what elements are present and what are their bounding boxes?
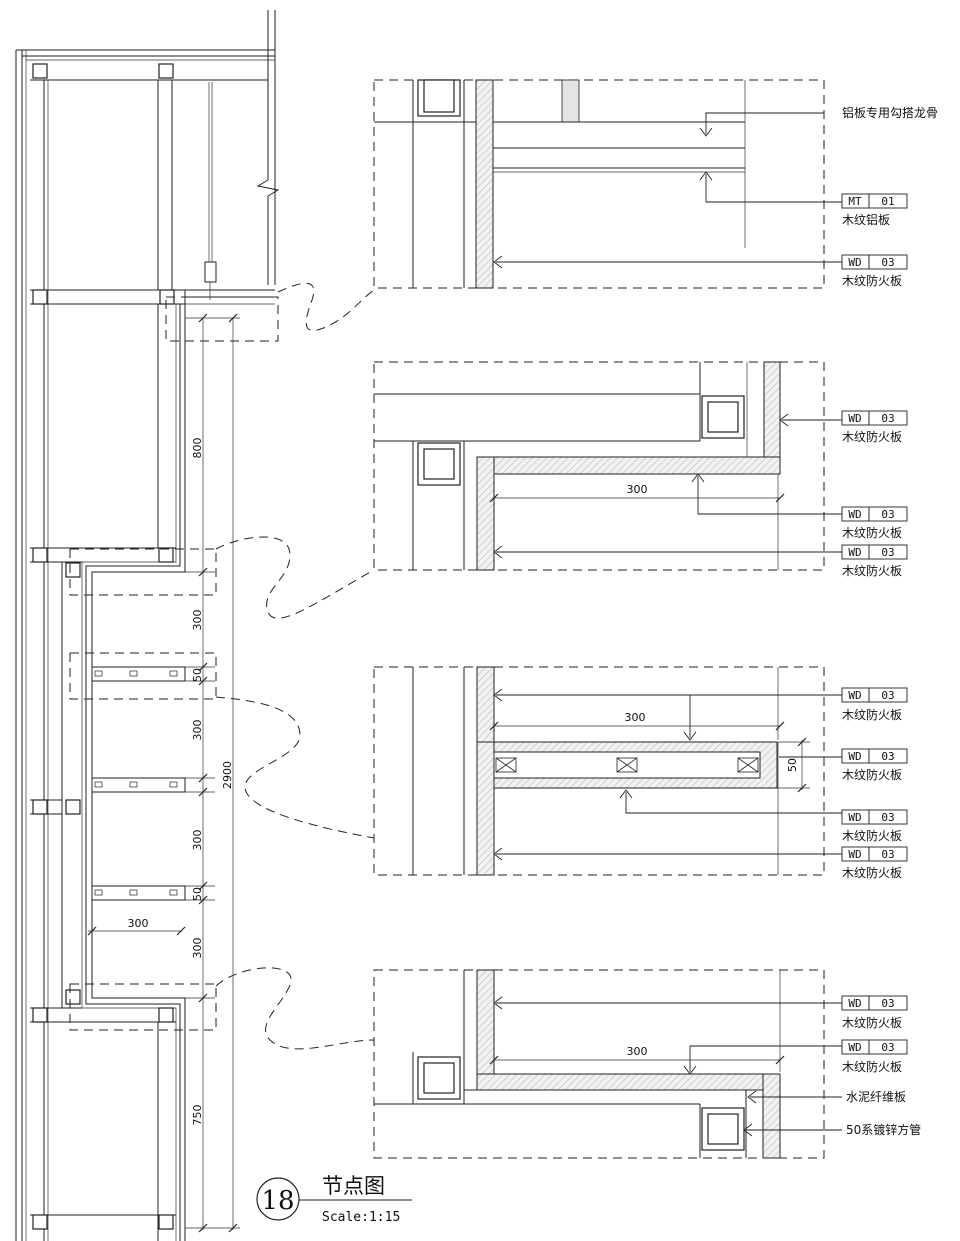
callout-aluminum-keel: 铝板专用勾搭龙骨 bbox=[842, 105, 938, 120]
tag-code: WD bbox=[848, 689, 861, 702]
dim-50-top: 50 bbox=[191, 668, 204, 682]
tag-code: MT bbox=[848, 195, 862, 208]
tag-code: WD bbox=[848, 508, 861, 521]
callout-fireproof-board: 木纹防火板 bbox=[842, 865, 902, 880]
tag-num: 03 bbox=[881, 412, 894, 425]
detail2-dim-300: 300 bbox=[627, 483, 648, 496]
callout-fireproof-board: 木纹防火板 bbox=[842, 525, 902, 540]
tag-num: 03 bbox=[881, 848, 894, 861]
dim-300-lower: 300 bbox=[191, 830, 204, 851]
tag-code: WD bbox=[848, 848, 861, 861]
tag-code: WD bbox=[848, 256, 861, 269]
tag-num: 03 bbox=[881, 811, 894, 824]
tag-num: 03 bbox=[881, 546, 894, 559]
callout-fireproof-board: 木纹防火板 bbox=[842, 273, 902, 288]
tag-code: WD bbox=[848, 1041, 861, 1054]
dim-50-lower: 50 bbox=[191, 887, 204, 901]
tag-num: 03 bbox=[881, 256, 894, 269]
detail-1: 铝板专用勾搭龙骨 MT 01 木纹铝板 WD 03 木纹防火板 bbox=[373, 79, 938, 289]
tag-num: 03 bbox=[881, 997, 894, 1010]
drawing-number: 18 bbox=[261, 1186, 294, 1216]
section-elevation: 800 300 50 300 2900 300 50 300 750 300 bbox=[15, 10, 375, 1241]
tag-code: WD bbox=[848, 750, 861, 763]
tag-num: 03 bbox=[881, 508, 894, 521]
drawing-scale: Scale:1:15 bbox=[322, 1210, 400, 1225]
detail-4: 300 WD 03 木纹防火板 WD 03 木纹防火板 水泥纤维板 50系镀锌方… bbox=[373, 969, 921, 1159]
dim-750: 750 bbox=[191, 1105, 204, 1126]
callout-fireproof-board: 木纹防火板 bbox=[842, 707, 902, 722]
dim-2900: 2900 bbox=[221, 761, 234, 789]
dim-300-top: 300 bbox=[191, 610, 204, 631]
detail-2: 300 WD 03 木纹防火板 WD 03 木纹防火板 WD 03 木纹防火板 bbox=[373, 361, 908, 578]
tag-num: 03 bbox=[881, 750, 894, 763]
tag-num: 03 bbox=[881, 1041, 894, 1054]
tag-code: WD bbox=[848, 412, 861, 425]
tag-code: WD bbox=[848, 997, 861, 1010]
callout-fireproof-board: 木纹防火板 bbox=[842, 828, 902, 843]
dim-800: 800 bbox=[191, 438, 204, 459]
callout-fireproof-board: 木纹防火板 bbox=[842, 767, 902, 782]
tag-num: 01 bbox=[881, 195, 894, 208]
detail-3: 300 50 WD 03 木纹防火板 WD 03 木纹防火板 WD 03 木纹防… bbox=[373, 666, 908, 880]
title-block: 18 节点图 Scale:1:15 bbox=[256, 1174, 412, 1225]
detail3-dim-50: 50 bbox=[786, 758, 799, 772]
callout-cement-fiber-board: 水泥纤维板 bbox=[846, 1090, 906, 1104]
dim-300-width: 300 bbox=[128, 917, 149, 930]
tag-code: WD bbox=[848, 546, 861, 559]
callout-galvanized-tube: 50系镀锌方管 bbox=[846, 1122, 921, 1137]
drawing-number-circle bbox=[256, 1177, 300, 1221]
detail3-dim-300: 300 bbox=[625, 711, 646, 724]
callout-fireproof-board: 木纹防火板 bbox=[842, 429, 902, 444]
callout-wood-aluminum: 木纹铝板 bbox=[842, 212, 890, 227]
dim-300-bottom: 300 bbox=[191, 938, 204, 959]
callout-fireproof-board: 木纹防火板 bbox=[842, 1059, 902, 1074]
callout-fireproof-board: 木纹防火板 bbox=[842, 1015, 902, 1030]
tag-code: WD bbox=[848, 811, 861, 824]
drawing-title: 节点图 bbox=[322, 1174, 385, 1198]
dim-300-mid: 300 bbox=[191, 720, 204, 741]
callout-fireproof-board: 木纹防火板 bbox=[842, 563, 902, 578]
detail4-dim-300: 300 bbox=[627, 1045, 648, 1058]
tag-num: 03 bbox=[881, 689, 894, 702]
